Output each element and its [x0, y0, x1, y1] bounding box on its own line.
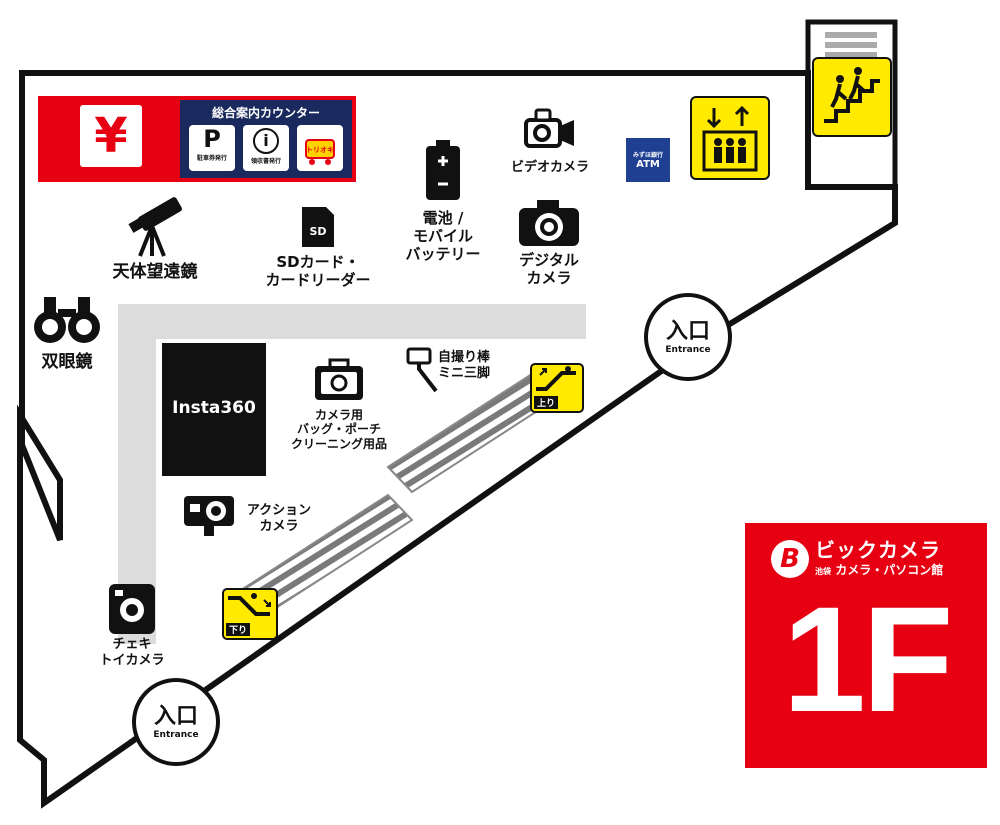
parking-icon: P: [203, 125, 221, 153]
dept-sd-card: SDカード・ カードリーダー: [265, 253, 371, 289]
floor-outline: [17, 70, 898, 809]
info-icon: i: [253, 128, 279, 154]
stairs-sign: [812, 57, 892, 137]
info-counter-panel: 総合案内カウンター P 駐車券発行 i 領収書発行 トリオキ: [180, 100, 352, 178]
escalator-down-sign: 下り: [222, 588, 278, 640]
dept-video-camera: ビデオカメラ: [510, 160, 589, 175]
video-camera-icon: [524, 108, 574, 148]
escalator-down-label: 下り: [226, 623, 251, 636]
info-counter-title: 総合案内カウンター: [211, 106, 320, 120]
atm-label: ATM: [636, 159, 660, 170]
elevator-icon: [702, 105, 758, 172]
branch-name: カメラ・パソコン館: [835, 563, 944, 577]
camera-bag-icon: [315, 358, 363, 400]
action-camera-icon: [184, 496, 234, 536]
stairs-steps: [825, 32, 877, 58]
dept-battery: 電池 / モバイル バッテリー: [405, 209, 481, 263]
stairs-icon: [824, 67, 880, 123]
dept-instant-camera: チェキ トイカメラ: [99, 637, 165, 668]
counter-item-label: 駐車券発行: [196, 155, 227, 162]
escalator-up-label: 上り: [534, 396, 559, 409]
shopping-cart-icon: トリオキ: [305, 139, 335, 165]
battery-icon: [426, 140, 460, 200]
digital-camera-icon: [519, 200, 579, 246]
brand-booth-label: Insta360: [172, 398, 256, 418]
counter-item-info: i 領収書発行: [243, 125, 289, 171]
counter-item-label: 領収書発行: [250, 158, 281, 165]
stairs-tower: [805, 19, 898, 187]
telescope-icon: [128, 197, 182, 257]
dept-selfie-stick: 自撮り棒 ミニ三脚: [438, 350, 491, 381]
dept-telescope: 天体望遠鏡: [112, 262, 198, 282]
sd-card-icon: SD: [302, 207, 334, 247]
atm-bank-name: みずほ銀行: [632, 152, 663, 159]
atm-sign: みずほ銀行 ATM: [626, 138, 670, 182]
selfie-stick-icon: [406, 347, 438, 393]
brand-name: ビックカメラ: [815, 538, 941, 562]
brand-logo-icon: B: [771, 539, 809, 578]
instant-camera-icon: [109, 584, 155, 634]
dept-camera-bag: カメラ用 バッグ・ポーチ クリーニング用品: [290, 408, 387, 451]
yen-icon: ¥: [94, 108, 128, 164]
svg-text:SD: SD: [309, 225, 326, 238]
floor-number: 1F: [782, 575, 953, 743]
escalator-up-icon: [536, 366, 576, 391]
dept-binoculars: 双眼鏡: [41, 352, 93, 372]
branch-prefix: 池袋: [815, 567, 831, 576]
yen-sign-box: ¥: [80, 105, 142, 167]
counter-item-parking: P 駐車券発行: [189, 125, 235, 171]
elevator-sign: [690, 96, 770, 180]
svg-text:トリオキ: トリオキ: [306, 146, 334, 154]
brand-booth: [162, 343, 266, 476]
dept-action-camera: アクション カメラ: [246, 503, 312, 534]
entrance-sublabel: Entrance: [665, 345, 711, 355]
binoculars-icon: [34, 297, 100, 343]
entrance-label: 入口: [153, 704, 198, 729]
counter-item-cart: トリオキ: [297, 125, 343, 171]
entrance-marker-right: 入口 Entrance: [644, 293, 732, 381]
entrance-marker-left: 入口 Entrance: [132, 678, 220, 766]
dept-digital-camera: デジタル カメラ: [519, 251, 579, 287]
entrance-label: 入口: [665, 319, 710, 344]
escalator-up-sign: 上り: [530, 363, 584, 413]
escalator-down-icon: [228, 593, 271, 616]
entrance-sublabel: Entrance: [153, 730, 199, 740]
floor-badge: B ビックカメラ 池袋 カメラ・パソコン館 1F: [745, 523, 987, 768]
